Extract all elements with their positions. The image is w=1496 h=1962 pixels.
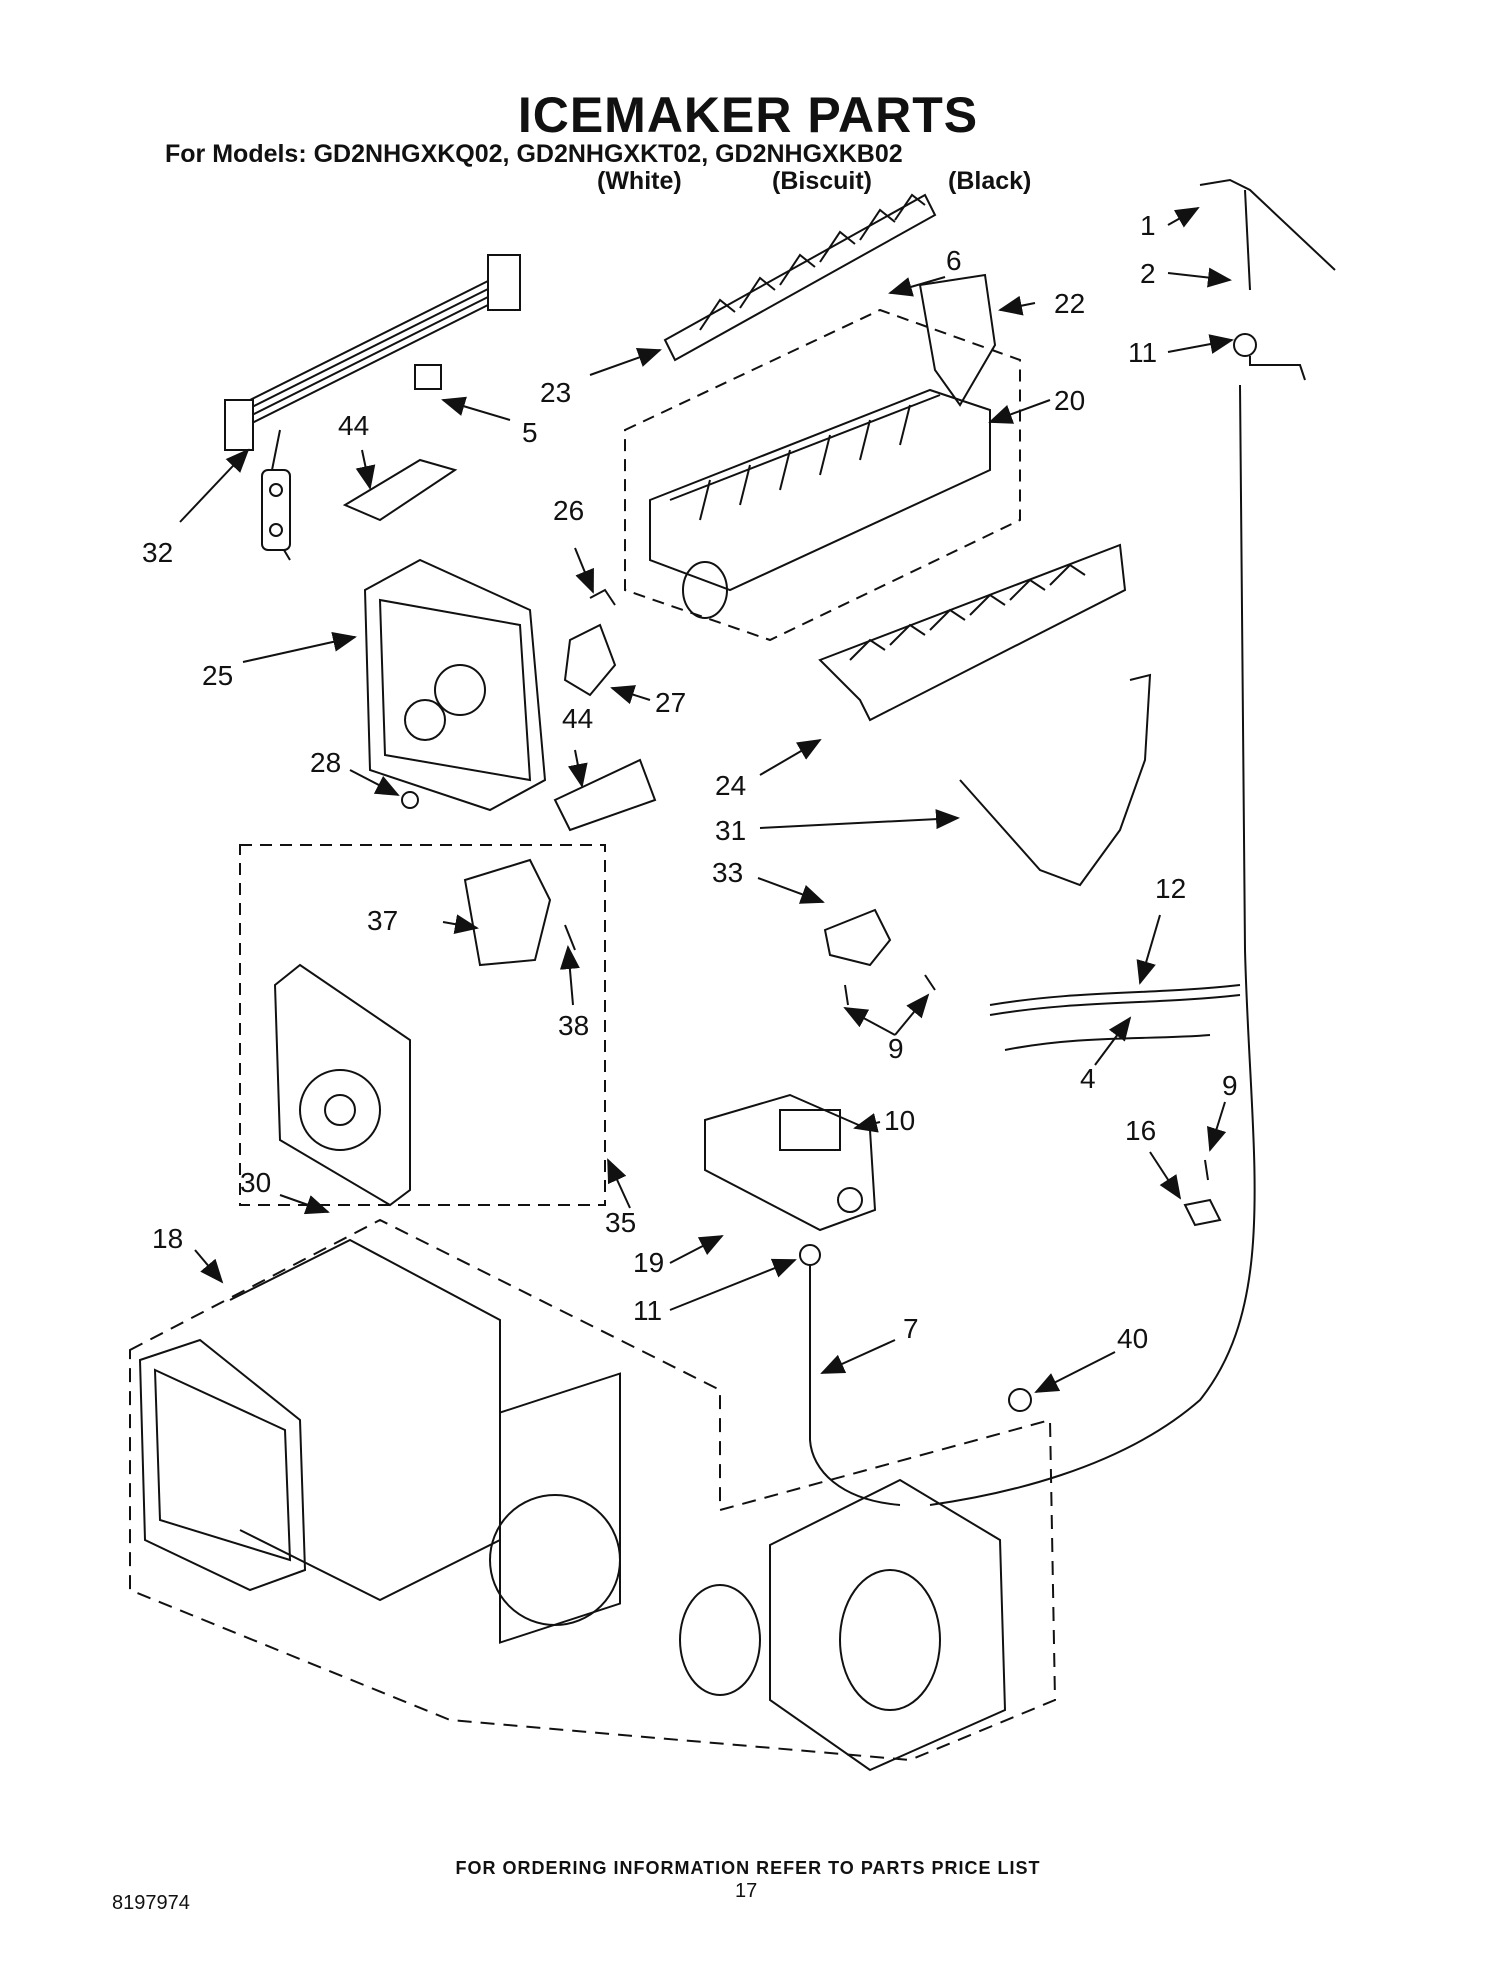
water-valve-part (704, 1093, 877, 1232)
auger-motor-housing-part (138, 1238, 621, 1644)
motor-part (463, 858, 552, 967)
callout-10: 10 (884, 1105, 915, 1136)
callout-33: 33 (712, 857, 743, 888)
callout-4: 4 (1080, 1063, 1096, 1094)
callout-19: 19 (633, 1247, 664, 1278)
color-biscuit-label: (Biscuit) (772, 167, 872, 195)
ordering-note: FOR ORDERING INFORMATION REFER TO PARTS … (455, 1858, 1041, 1878)
ejector-part (663, 193, 937, 362)
valve-stem-part (1199, 178, 1336, 271)
screw-38-part (564, 924, 576, 951)
nut-40-part (1008, 1388, 1032, 1412)
callout-24: 24 (715, 770, 746, 801)
callout-35: 35 (605, 1207, 636, 1238)
water-line-part (929, 384, 1256, 1506)
callout-2: 2 (1140, 258, 1156, 289)
callout-38: 38 (558, 1010, 589, 1041)
callout-44-upper: 44 (338, 410, 369, 441)
nut-11b-part (799, 1244, 821, 1266)
mold-part (649, 388, 991, 619)
screw-9b-part (1204, 1159, 1209, 1181)
callout-20: 20 (1054, 385, 1085, 416)
page-title: ICEMAKER PARTS (517, 87, 979, 143)
fill-tube-part (809, 1265, 901, 1506)
callout-9-right: 9 (1222, 1070, 1238, 1101)
document-number: 8197974 (112, 1892, 190, 1914)
callout-1: 1 (1140, 210, 1156, 241)
callout-5: 5 (522, 417, 538, 448)
screw-28-part (401, 791, 419, 809)
callout-11-upper: 11 (1128, 337, 1157, 368)
wiring-harness-part (224, 254, 521, 561)
tube-12-part (989, 984, 1241, 1006)
callout-30: 30 (240, 1167, 271, 1198)
thermostat-clip-part (589, 588, 616, 606)
auger-motor-assembly-outline (129, 1218, 1057, 1762)
bracket-lower-part (553, 758, 657, 832)
cover-part (823, 908, 892, 967)
callout-37: 37 (367, 905, 398, 936)
clip-16-part (1183, 1198, 1222, 1227)
callout-18: 18 (152, 1223, 183, 1254)
callout-22: 22 (1054, 288, 1085, 319)
color-white-label: (White) (597, 167, 682, 195)
page-number: 17 (735, 1880, 758, 1902)
mounting-plate-part (273, 963, 411, 1207)
callout-32: 32 (142, 537, 173, 568)
callout-40: 40 (1117, 1323, 1148, 1354)
callout-11-lower: 11 (633, 1295, 662, 1326)
callout-26: 26 (553, 495, 584, 526)
screw-9a-part (844, 984, 849, 1006)
fan-housing-part (769, 1478, 1007, 1772)
callout-7: 7 (903, 1313, 919, 1344)
stripper-part (818, 543, 1127, 722)
callout-12: 12 (1155, 873, 1186, 904)
color-black-label: (Black) (948, 167, 1032, 195)
clip-part (414, 364, 442, 390)
fill-cup-part (918, 273, 997, 407)
thermostat-part (563, 623, 617, 697)
shutoff-arm-part (959, 673, 1152, 887)
callout-44-lower: 44 (562, 703, 593, 734)
callout-28: 28 (310, 747, 341, 778)
callout-6: 6 (946, 245, 962, 276)
nut-11a-part (1233, 333, 1257, 357)
callout-23: 23 (540, 377, 571, 408)
callout-16: 16 (1125, 1115, 1156, 1146)
bracket-upper-part (342, 458, 458, 522)
housing-part (363, 558, 547, 812)
blower-wheel-part (679, 1584, 761, 1696)
callout-25: 25 (202, 660, 233, 691)
models-line: For Models: GD2NHGXKQ02, GD2NHGXKT02, GD… (165, 140, 903, 168)
callout-31: 31 (715, 815, 746, 846)
pipe-2-part (1244, 189, 1251, 291)
callout-9-left: 9 (888, 1033, 904, 1064)
callout-27: 27 (655, 687, 686, 718)
